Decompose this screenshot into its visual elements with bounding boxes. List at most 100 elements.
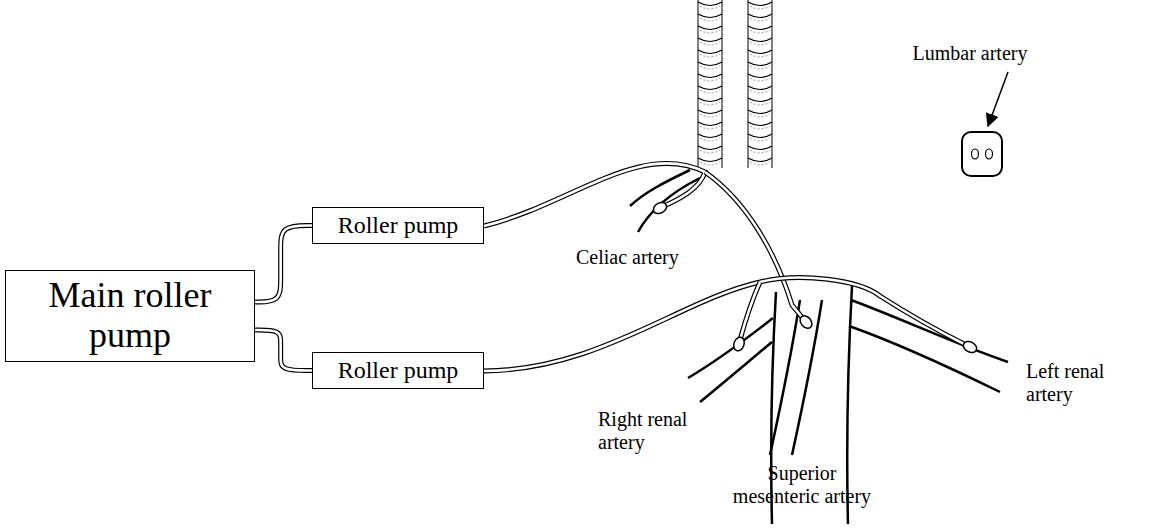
aorta-rib — [700, 162, 720, 165]
aorta-rib — [700, 138, 720, 141]
tube-lumen — [740, 282, 760, 340]
aorta-rib — [698, 86, 722, 90]
aorta-rib — [700, 150, 720, 153]
leader-arrow — [988, 72, 1008, 126]
aorta-rib — [748, 50, 772, 54]
lumbar-lumen — [972, 149, 979, 159]
tube-lumen — [255, 330, 312, 371]
left-renal-artery — [849, 326, 1000, 392]
aorta-rib — [750, 90, 770, 93]
aorta-rib — [750, 162, 770, 165]
aorta-rib — [748, 134, 772, 138]
aorta-rib — [698, 62, 722, 66]
pump-box: Roller pump — [312, 207, 484, 244]
aorta-rib — [750, 42, 770, 45]
aorta-rib — [700, 18, 720, 21]
aorta-rib — [748, 146, 772, 150]
aorta-rib — [748, 86, 772, 90]
tube-lumen — [484, 278, 968, 371]
artery-label: Superior mesenteric artery — [722, 462, 882, 508]
aorta-rib — [748, 74, 772, 78]
aorta-rib — [750, 18, 770, 21]
tube-lumen — [255, 226, 312, 303]
aorta-rib — [700, 102, 720, 105]
aorta-rib — [698, 134, 722, 138]
tube-connector — [255, 226, 312, 303]
aorta-rib — [698, 50, 722, 54]
aorta-rib — [700, 30, 720, 33]
aorta-rib — [698, 158, 722, 162]
main-pump-box: Main roller pump — [5, 270, 255, 362]
aorta-rib — [750, 6, 770, 9]
aorta-rib — [750, 126, 770, 129]
aorta-rib — [700, 54, 720, 57]
tube — [255, 226, 312, 303]
aorta-rib — [748, 14, 772, 18]
aorta-rib — [700, 66, 720, 69]
aorta-rib — [748, 2, 772, 6]
tube — [484, 278, 968, 371]
artery-label: Left renal artery — [1026, 360, 1144, 406]
tube — [484, 163, 705, 226]
aorta-rib — [750, 66, 770, 69]
aorta-upper — [698, 0, 772, 168]
lumbar-artery-stump — [962, 132, 1002, 176]
catheter-tip — [798, 313, 815, 330]
aorta-rib — [698, 38, 722, 42]
aorta-rib — [700, 114, 720, 117]
aorta-rib — [698, 2, 722, 6]
aorta-rib — [698, 98, 722, 102]
aorta-rib — [700, 42, 720, 45]
aorta-rib — [698, 122, 722, 126]
aorta-rib — [750, 30, 770, 33]
aorta-rib — [700, 78, 720, 81]
aorta-rib — [750, 138, 770, 141]
tube-lumen — [484, 163, 705, 226]
aorta-rib — [700, 90, 720, 93]
left-renal-artery — [851, 300, 1008, 362]
aorta-rib — [698, 26, 722, 30]
aorta-rib — [748, 98, 772, 102]
aorta-rib — [698, 74, 722, 78]
artery-label: Lumbar artery — [900, 42, 1040, 65]
aorta-rib — [748, 122, 772, 126]
pump-box: Roller pump — [312, 352, 484, 389]
tube — [740, 282, 760, 340]
aorta-edge — [722, 0, 723, 168]
catheter-tip — [651, 200, 668, 216]
artery-label: Right renal artery — [598, 408, 710, 454]
node-label: Roller pump — [338, 212, 459, 238]
aorta-rib — [750, 54, 770, 57]
tube-connector — [255, 330, 312, 371]
right-renal-artery — [688, 318, 773, 378]
aorta-rib — [748, 110, 772, 114]
sma-wall — [792, 300, 822, 455]
aorta-rib — [748, 26, 772, 30]
celiac-artery — [630, 170, 690, 206]
aorta-rib — [698, 14, 722, 18]
aorta-rib — [750, 150, 770, 153]
tube — [255, 330, 312, 371]
lumbar-lumen — [986, 149, 993, 159]
catheter-tip — [732, 336, 746, 353]
sma-wall — [770, 300, 800, 455]
catheter-tubes — [484, 163, 968, 371]
aorta-rib — [748, 158, 772, 162]
aorta-rib — [750, 78, 770, 81]
node-label: Main roller pump — [6, 276, 254, 355]
aorta-edge — [772, 0, 773, 168]
aorta-rib — [700, 126, 720, 129]
aorta-rib — [748, 62, 772, 66]
aorta-rib — [750, 114, 770, 117]
catheter-tip — [961, 339, 978, 354]
aorta-rib — [698, 146, 722, 150]
artery-label: Celiac artery — [576, 246, 716, 269]
aorta-rib — [748, 38, 772, 42]
aorta-rib — [750, 102, 770, 105]
aorta-rib — [700, 6, 720, 9]
node-label: Roller pump — [338, 357, 459, 383]
aorta-edge — [698, 0, 699, 168]
